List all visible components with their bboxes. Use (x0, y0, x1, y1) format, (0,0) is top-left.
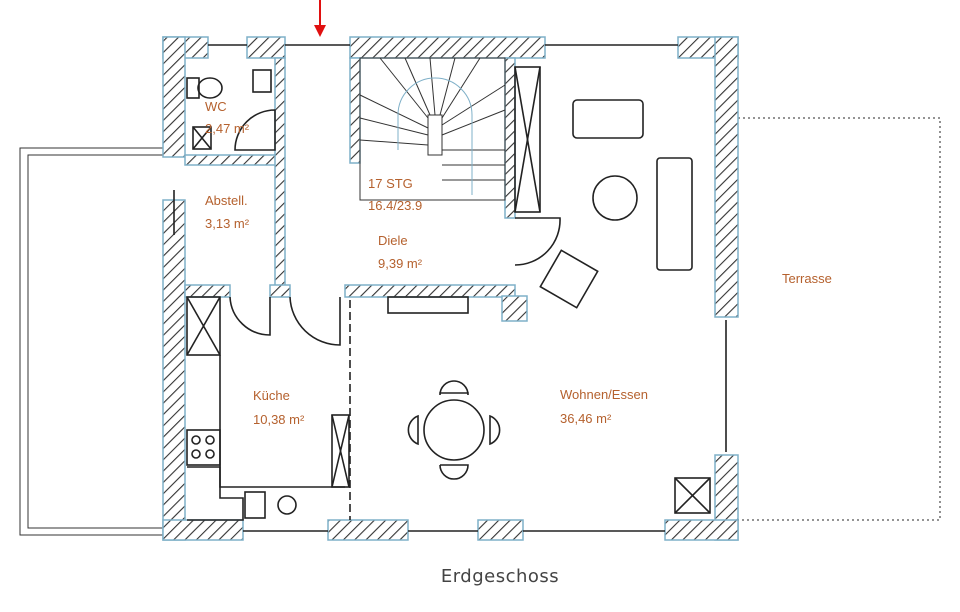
abstell-label: Abstell. (205, 193, 248, 208)
staircase (359, 57, 506, 201)
wc-label: WC (205, 99, 227, 114)
left-terrace (19, 147, 163, 536)
diele-label: Diele (378, 233, 408, 248)
floor-caption: Erdgeschoss (440, 566, 560, 587)
kueche-area: 10,38 m² (253, 412, 305, 427)
stairs-label: 17 STG (368, 176, 413, 191)
entrance-arrow (314, 0, 326, 37)
cabinets (186, 66, 711, 521)
wohnen-area: 36,46 m² (560, 411, 612, 426)
interior-walls (184, 57, 528, 322)
wohnen-label: Wohnen/Essen (560, 387, 648, 402)
outer-walls (162, 36, 739, 541)
terrace-outline (738, 117, 941, 521)
doors (229, 109, 561, 346)
kueche-label: Küche (253, 388, 290, 403)
wc-fixtures (186, 69, 272, 99)
furniture (407, 99, 693, 480)
stairs-ratio: 16.4/23.9 (368, 198, 422, 213)
wc-area: 2,47 m² (205, 121, 250, 136)
terrasse-label: Terrasse (782, 271, 832, 286)
windows (173, 44, 727, 532)
diele-area: 9,39 m² (378, 256, 423, 271)
abstell-area: 3,13 m² (205, 216, 250, 231)
